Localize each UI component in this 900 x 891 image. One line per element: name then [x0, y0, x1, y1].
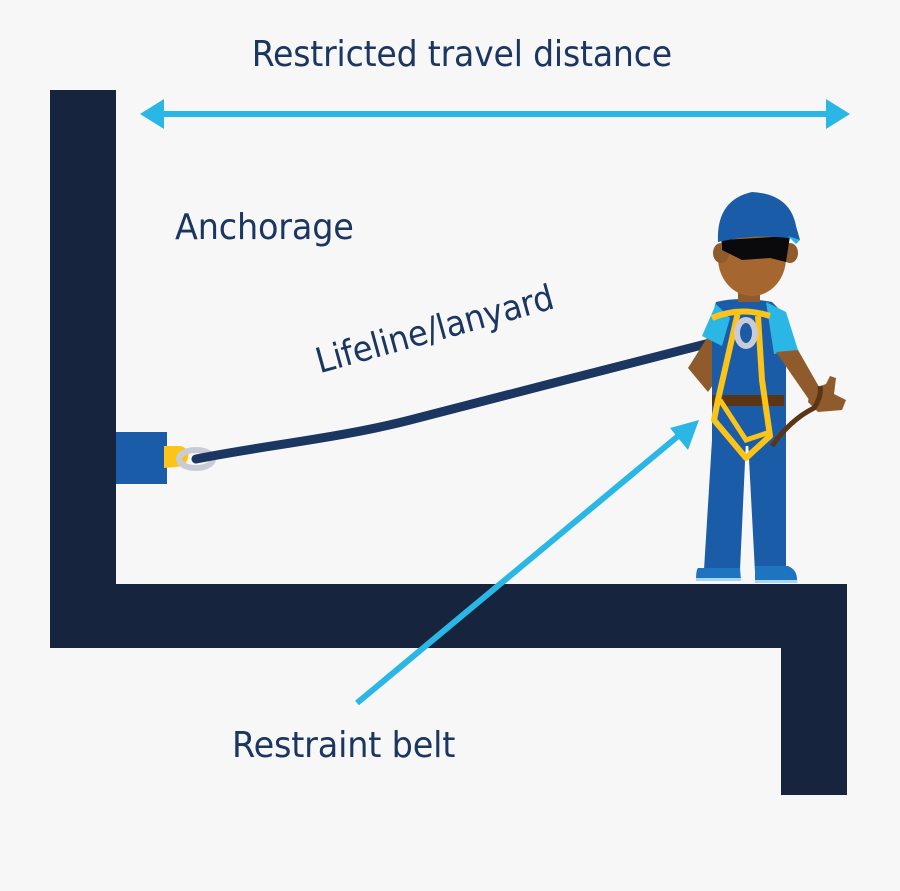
hard-hat-icon [717, 192, 800, 242]
worker-left-shoe [696, 568, 741, 580]
harness-ring-icon [734, 317, 758, 349]
worker-right-sleeve [766, 302, 798, 354]
restraint-belt-arrow [355, 420, 699, 706]
arrow-head-left-icon [140, 99, 164, 129]
travel-distance-arrow [140, 99, 850, 129]
ledge-drop [781, 648, 847, 795]
lifeline-rope [191, 329, 750, 464]
structure [50, 90, 847, 795]
title-restricted-travel-distance: Restricted travel distance [251, 34, 672, 75]
worker-figure [688, 192, 846, 583]
left-wall [50, 90, 116, 648]
restraint-belt-label: Restraint belt [232, 725, 456, 766]
worker-right-shoe [755, 566, 798, 582]
arrow-head-right-icon [826, 99, 850, 129]
worker-belt [712, 395, 784, 406]
hand-tether [769, 385, 823, 448]
floor-ledge [116, 584, 847, 648]
anchor-block [116, 432, 167, 484]
worker-left-leg [704, 440, 746, 570]
worker-hair [722, 236, 790, 262]
anchorage-label: Anchorage [175, 207, 354, 248]
harness-straps [710, 308, 773, 461]
worker-right-leg [748, 440, 786, 572]
arrow-head-icon [670, 420, 699, 450]
